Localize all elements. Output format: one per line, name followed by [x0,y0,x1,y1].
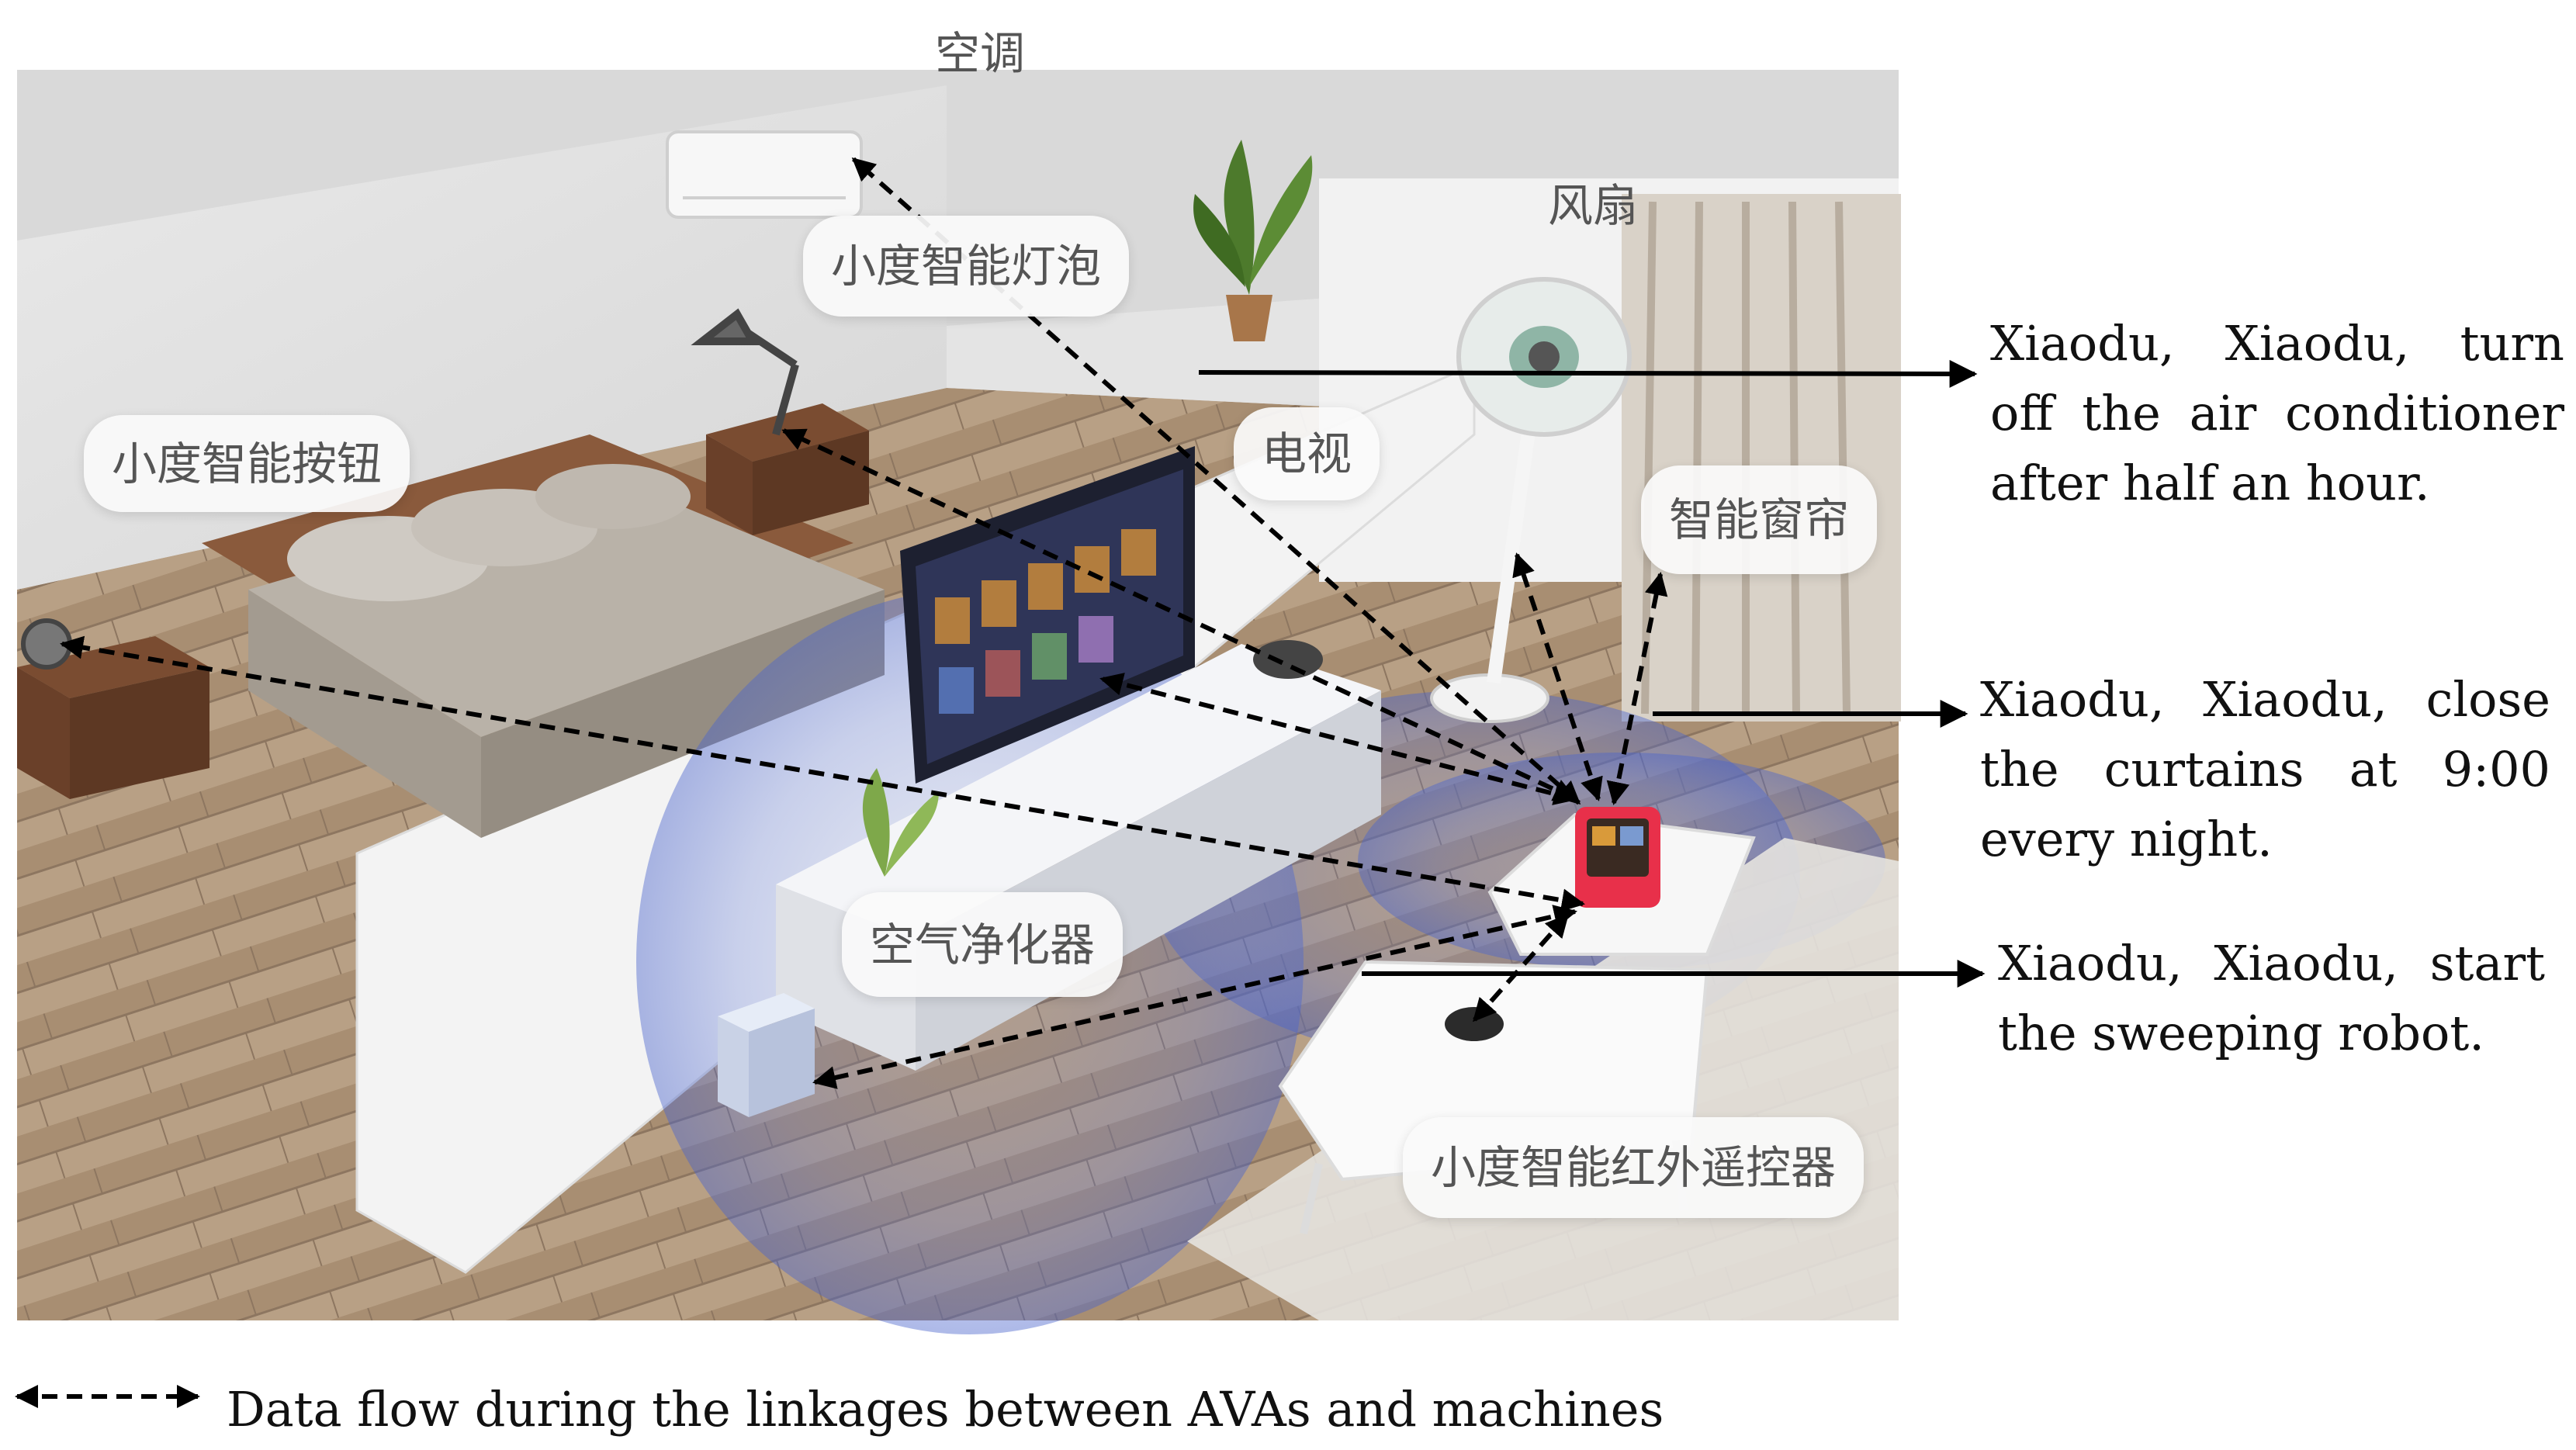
sweeping-robot [1445,1007,1504,1041]
smart-speaker [1575,807,1660,908]
label-ir-remote: 小度智能红外遥控器 [1403,1117,1864,1218]
air-purifier-unit [718,993,815,1117]
label-air-conditioner: 空调 [935,27,1026,80]
air-conditioner-unit [666,130,863,219]
command-curtain: Xiaodu, Xiaodu, close the curtains at 9:… [1980,671,2550,867]
desk-lamp [691,308,799,436]
callout-air-conditioner [1198,359,1978,388]
label-fan: 风扇 [1548,179,1639,232]
legend-text: Data flow during the linkages between AV… [227,1381,1664,1438]
label-smart-curtain: 智能窗帘 [1641,465,1878,574]
robot-toy [1253,640,1323,679]
command-sweeping-robot: Xiaodu, Xiaodu, start the sweeping robot… [1998,935,2545,1061]
label-air-purifier: 空气净化器 [842,892,1124,997]
flow-to-alarm-clock [60,635,1585,912]
curtain [1622,194,1901,722]
label-smart-bulb: 小度智能灯泡 [803,216,1130,317]
label-tv: 电视 [1234,407,1380,500]
flow-to-air-purifier [812,905,1577,1089]
command-callout-arrows [1198,359,1986,988]
label-smart-button: 小度智能按钮 [84,415,410,512]
flow-to-curtain [1606,572,1668,805]
command-air-conditioner: Xiaodu, Xiaodu, turn off the air conditi… [1990,315,2564,511]
flow-to-desk-lamp [781,428,1577,801]
